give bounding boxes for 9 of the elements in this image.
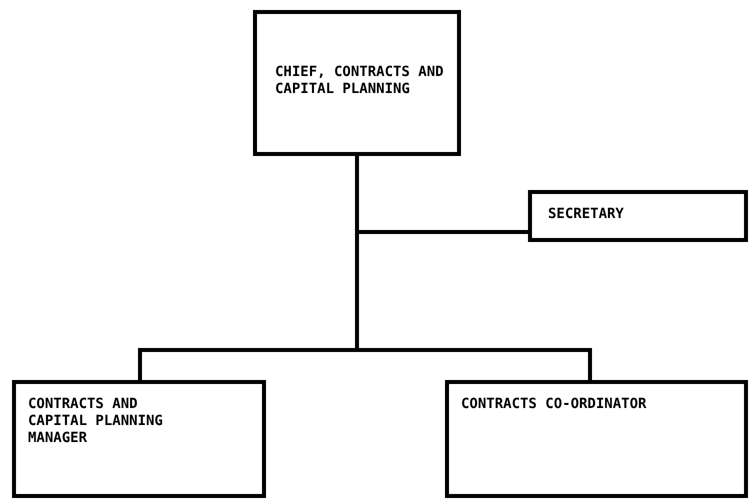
org-box [528, 190, 748, 242]
org-box [12, 380, 266, 498]
org-box [253, 10, 461, 156]
role-title: CONTRACTS CO-ORDINATOR [461, 396, 648, 413]
role-title: SECRETARY [548, 206, 625, 223]
role-title: CHIEF, CONTRACTS AND CAPITAL PLANNING [275, 64, 445, 98]
role-title: CONTRACTS AND CAPITAL PLANNING MANAGER [28, 396, 164, 447]
connector-line [355, 156, 592, 380]
org-box [445, 380, 748, 498]
